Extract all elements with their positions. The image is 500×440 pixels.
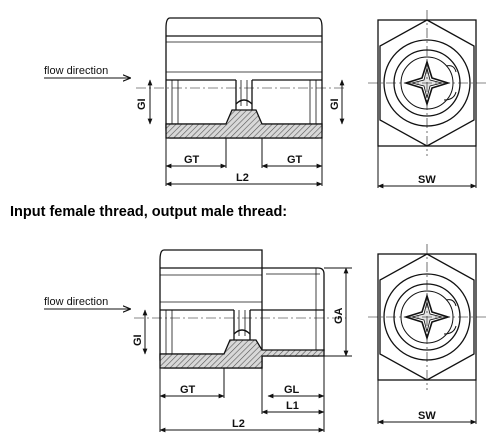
top-end-view [368,10,488,156]
bottom-l2-label: L2 [232,418,245,430]
top-gt-left-label: GT [184,154,200,166]
bottom-ga-label: GA [333,307,345,324]
top-gi-right-label: GI [329,98,341,110]
bottom-gi-label: GI [132,334,144,346]
bottom-sw-dimension [377,380,477,425]
bottom-flow-arrow: flow direction [44,296,130,309]
bottom-flow-label: flow direction [44,296,108,308]
bottom-sw-label: SW [418,410,436,422]
top-gt-right-label: GT [287,154,303,166]
section-heading: Input female thread, output male thread: [10,204,288,220]
top-flow-arrow: flow direction [44,65,130,78]
top-flow-label: flow direction [44,65,108,77]
top-dimensions [147,79,345,187]
bottom-l1-label: L1 [286,400,299,412]
top-sw-dimension [377,146,477,189]
bottom-dimensions [142,267,352,433]
top-section-hatch [165,109,323,139]
top-gi-left-label: GI [136,98,148,110]
bottom-gl-label: GL [284,384,300,396]
bottom-gt-label: GT [180,384,196,396]
top-l2-label: L2 [236,172,249,184]
bottom-section-hatch [159,339,325,369]
bottom-end-view [368,244,488,390]
top-sw-label: SW [418,174,436,186]
